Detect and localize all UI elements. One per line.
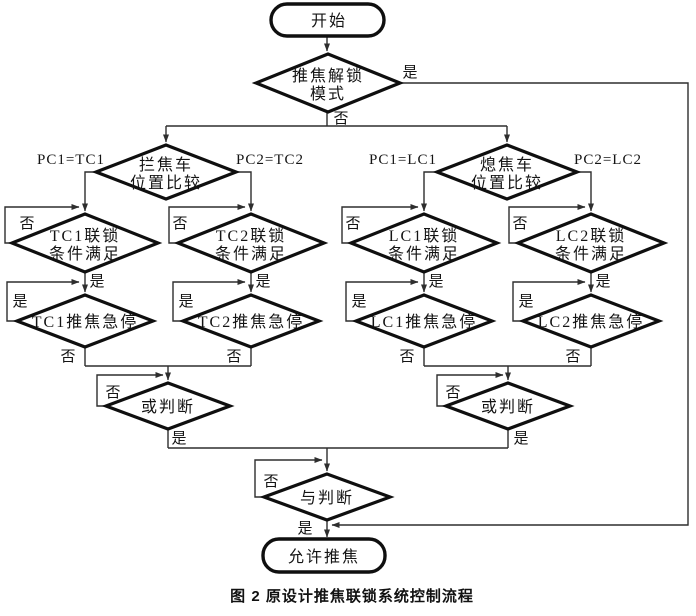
node-lc1-interlock-line1: LC1联锁 <box>389 227 459 245</box>
label-tc2-estop-yes: 是 <box>178 294 193 310</box>
node-start: 开始 <box>269 2 386 38</box>
edge-quench-right <box>577 171 594 212</box>
label-lc2-estop-yes: 是 <box>518 294 533 310</box>
label-tc2-estop-no: 否 <box>226 349 241 365</box>
node-allow-label: 允许推焦 <box>288 548 360 566</box>
node-tc1-estop: TC1推焦急停 <box>12 293 158 349</box>
node-start-label: 开始 <box>311 12 347 30</box>
node-tc2-estop-label: TC2推焦急停 <box>198 313 304 331</box>
label-tc1-interlock-yes: 是 <box>89 274 104 290</box>
node-or-left: 或判断 <box>101 381 235 431</box>
label-lc1-estop-yes: 是 <box>351 294 366 310</box>
node-lc2-interlock: LC2联锁 条件满足 <box>513 212 669 274</box>
loop-tc2-interlock-no <box>168 204 246 244</box>
label-lc2-estop-no: 否 <box>565 349 580 365</box>
figure-caption: 图 2 原设计推焦联锁系统控制流程 <box>230 587 474 605</box>
edge-long-yes <box>331 82 689 528</box>
label-tc2-interlock-no: 否 <box>172 216 187 232</box>
node-lc2-estop: LC2推焦急停 <box>518 293 664 349</box>
label-or-right-no: 否 <box>445 385 460 401</box>
node-and-label: 与判断 <box>300 489 354 507</box>
node-tc1-estop-label: TC1推焦急停 <box>32 313 138 331</box>
label-or-right-yes: 是 <box>513 431 528 447</box>
node-and: 与判断 <box>259 472 395 522</box>
node-tc2-estop: TC2推焦急停 <box>178 293 324 349</box>
loop-lc2-interlock-no <box>508 204 586 244</box>
node-tc2-interlock: TC2联锁 条件满足 <box>173 212 329 274</box>
label-lc1-estop-no: 否 <box>399 349 414 365</box>
node-allow: 允许推焦 <box>261 537 387 574</box>
node-lc1-estop-label: LC1推焦急停 <box>371 313 477 331</box>
node-or-right: 或判断 <box>441 381 575 431</box>
node-or-left-label: 或判断 <box>141 398 195 416</box>
loop-lc1-interlock-no <box>341 204 419 244</box>
label-tc1-interlock-no: 否 <box>19 216 34 232</box>
label-or-left-yes: 是 <box>171 431 186 447</box>
node-tc1-interlock-line1: TC1联锁 <box>50 227 120 245</box>
node-lc2-interlock-line1: LC2联锁 <box>556 227 626 245</box>
label-pc1-lc1: PC1=LC1 <box>369 152 437 168</box>
label-unlock-no: 否 <box>333 111 348 127</box>
node-quench-compare: 熄焦车 位置比较 <box>432 143 582 201</box>
node-unlock-line2: 模式 <box>310 85 346 103</box>
node-tc2-interlock-line1: TC2联锁 <box>216 227 286 245</box>
label-lc1-interlock-no: 否 <box>345 216 360 232</box>
edge-guide-right <box>236 171 254 212</box>
edge-guide-left <box>82 171 96 212</box>
node-lc1-estop: LC1推焦急停 <box>351 293 497 349</box>
label-or-left-no: 否 <box>105 385 120 401</box>
label-pc1-tc1: PC1=TC1 <box>37 152 105 168</box>
node-lc2-estop-label: LC2推焦急停 <box>538 313 644 331</box>
node-lc1-interlock-line2: 条件满足 <box>388 245 460 263</box>
label-tc1-estop-no: 否 <box>60 349 75 365</box>
node-lc1-interlock: LC1联锁 条件满足 <box>346 212 502 274</box>
label-lc2-interlock-yes: 是 <box>595 274 610 290</box>
loop-lc2-estop-yes <box>512 279 586 322</box>
loop-tc1-estop-yes <box>6 279 80 322</box>
label-tc2-interlock-yes: 是 <box>255 274 270 290</box>
label-and-no: 否 <box>263 474 278 490</box>
label-pc2-tc2: PC2=TC2 <box>236 152 304 168</box>
edge-unlock-no-splitter <box>166 112 507 127</box>
node-lc2-interlock-line2: 条件满足 <box>555 245 627 263</box>
edge-quench-left <box>421 171 437 212</box>
node-tc1-interlock: TC1联锁 条件满足 <box>7 212 163 274</box>
label-unlock-yes: 是 <box>402 65 417 81</box>
node-unlock-mode: 推焦解锁 模式 <box>251 52 405 114</box>
loop-tc2-estop-yes <box>172 279 246 322</box>
edge-or-merge <box>167 429 509 449</box>
label-pc2-lc2: PC2=LC2 <box>574 152 642 168</box>
node-quench-line2: 位置比较 <box>471 174 543 192</box>
node-guide-compare: 拦焦车 位置比较 <box>91 143 241 201</box>
node-tc2-interlock-line2: 条件满足 <box>215 245 287 263</box>
node-guide-line1: 拦焦车 <box>139 156 193 174</box>
label-lc1-interlock-yes: 是 <box>428 274 443 290</box>
loop-lc1-estop-yes <box>345 279 419 322</box>
node-tc1-interlock-line2: 条件满足 <box>49 245 121 263</box>
node-quench-line1: 熄焦车 <box>480 156 534 174</box>
label-lc2-interlock-no: 否 <box>512 216 527 232</box>
label-tc1-estop-yes: 是 <box>12 294 27 310</box>
node-or-right-label: 或判断 <box>481 398 535 416</box>
node-unlock-line1: 推焦解锁 <box>292 67 364 85</box>
label-and-yes: 是 <box>297 521 312 537</box>
node-guide-line2: 位置比较 <box>130 174 202 192</box>
